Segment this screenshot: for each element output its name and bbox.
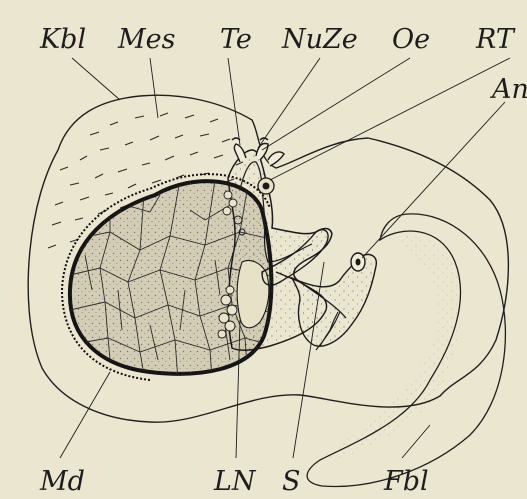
label-Mes: Mes xyxy=(117,24,175,55)
label-Oe: Oe xyxy=(392,24,430,55)
label-Md: Md xyxy=(39,466,85,497)
label-LN: LN xyxy=(213,466,257,497)
label-Kbl: Kbl xyxy=(39,24,86,55)
anus-knob xyxy=(351,253,365,271)
label-S: S xyxy=(282,466,301,497)
label-An: An xyxy=(489,74,527,105)
label-NuZe: NuZe xyxy=(281,24,358,55)
label-Fbl: Fbl xyxy=(383,466,429,497)
label-Te: Te xyxy=(220,24,252,55)
esophagus-lumen xyxy=(263,183,270,190)
label-RT: RT xyxy=(475,24,516,55)
hind-lobe-outline xyxy=(307,214,505,487)
